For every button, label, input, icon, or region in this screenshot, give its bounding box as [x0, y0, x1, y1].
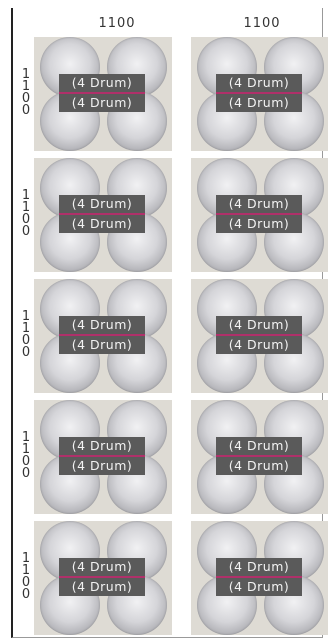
column-label: 1100: [87, 16, 147, 31]
drum-count-label: (4 Drum): [59, 316, 145, 334]
drum-count-label: (4 Drum): [216, 336, 302, 354]
pallet: (4 Drum) (4 Drum): [191, 279, 328, 393]
drum-count-label: (4 Drum): [216, 316, 302, 334]
pallet: (4 Drum) (4 Drum): [191, 158, 328, 272]
drum-count-label: (4 Drum): [59, 336, 145, 354]
drum-count-label: (4 Drum): [216, 74, 302, 92]
drum-count-label: (4 Drum): [216, 215, 302, 233]
drum-count-label: (4 Drum): [59, 457, 145, 475]
drum-count-label: (4 Drum): [59, 94, 145, 112]
pallet: (4 Drum) (4 Drum): [34, 400, 172, 514]
drum-count-label: (4 Drum): [59, 74, 145, 92]
row-label-char: 0: [20, 226, 32, 238]
drum-count-label: (4 Drum): [59, 437, 145, 455]
drum-count-label: (4 Drum): [216, 457, 302, 475]
drum-count-label: (4 Drum): [59, 195, 145, 213]
column-label: 1100: [232, 16, 292, 31]
row-label-char: 0: [20, 347, 32, 359]
pallet: (4 Drum) (4 Drum): [191, 521, 328, 635]
drum-count-label: (4 Drum): [216, 195, 302, 213]
drum-count-label: (4 Drum): [216, 558, 302, 576]
row-label-char: 0: [20, 468, 32, 480]
drum-count-label: (4 Drum): [216, 94, 302, 112]
pallet: (4 Drum) (4 Drum): [34, 279, 172, 393]
pallet: (4 Drum) (4 Drum): [34, 37, 172, 151]
drum-count-label: (4 Drum): [216, 578, 302, 596]
pallet: (4 Drum) (4 Drum): [191, 37, 328, 151]
pallet: (4 Drum) (4 Drum): [34, 158, 172, 272]
drum-count-label: (4 Drum): [59, 215, 145, 233]
drum-count-label: (4 Drum): [59, 558, 145, 576]
row-label-char: 0: [20, 589, 32, 601]
drum-count-label: (4 Drum): [216, 437, 302, 455]
drum-count-label: (4 Drum): [59, 578, 145, 596]
row-label-char: 0: [20, 105, 32, 117]
pallet: (4 Drum) (4 Drum): [34, 521, 172, 635]
pallet: (4 Drum) (4 Drum): [191, 400, 328, 514]
